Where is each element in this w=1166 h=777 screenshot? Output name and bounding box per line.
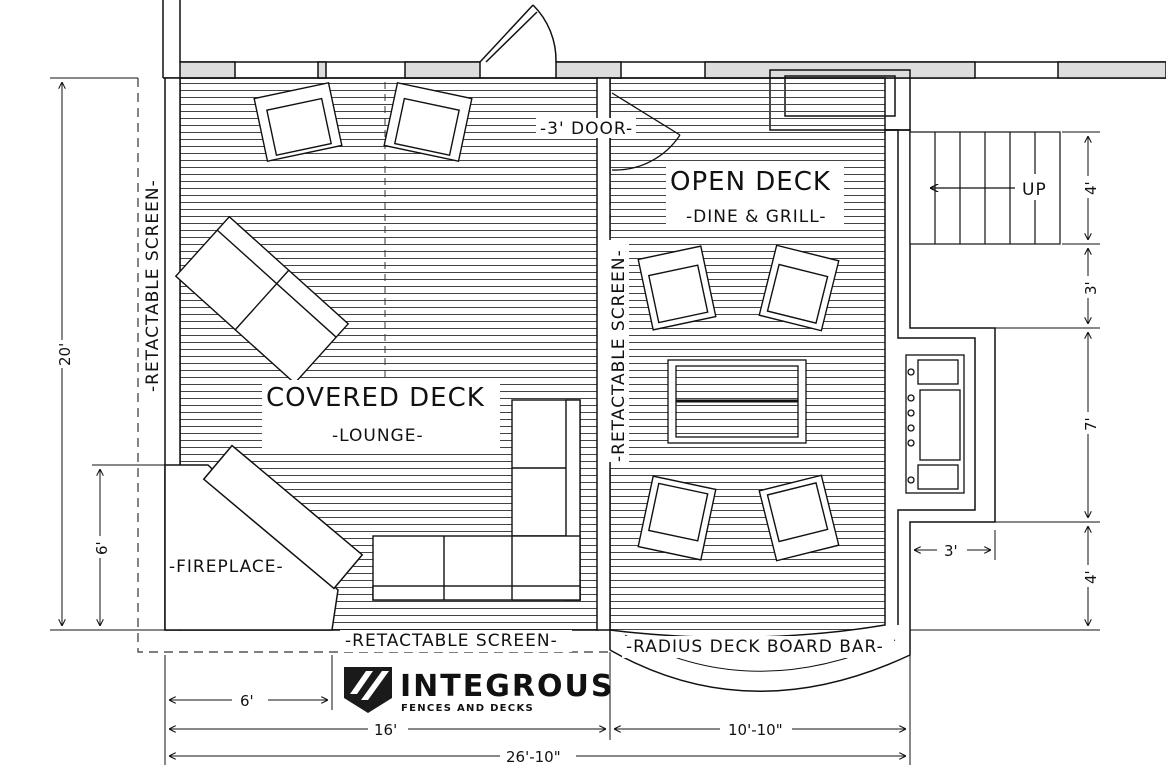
dim-grill-run-value: 7' [1082, 417, 1100, 431]
middle-screen-label: -RETACTABLE SCREEN- [609, 249, 629, 462]
grill [905, 354, 965, 494]
radius-bar-outline [609, 630, 911, 693]
loveseat [174, 215, 350, 385]
sectional-sofa [372, 399, 581, 601]
dim-covered-width-value: 16' [374, 721, 397, 739]
covered-deck-title: COVERED DECK [266, 383, 485, 413]
dim-fireplace-width-value: 6' [240, 692, 254, 710]
open-deck-subtitle: -DINE & GRILL- [686, 207, 827, 227]
dining-chair [758, 474, 840, 562]
dim-landing-value: 3' [1082, 281, 1100, 295]
fireplace-hearth [164, 464, 339, 631]
label-backgrounds [142, 118, 894, 658]
dim-total-height-value: 20' [56, 343, 74, 366]
dim-open-width-value: 10'-10" [728, 721, 783, 739]
stairs-up-label: UP [1022, 180, 1047, 200]
left-screen-label: -RETACTABLE SCREEN- [143, 179, 163, 392]
lounge-chair [253, 81, 343, 163]
open-deck [609, 77, 886, 639]
dim-grill-depth-value: 3' [944, 542, 958, 560]
dining-table [667, 359, 807, 444]
dining-chair [758, 244, 840, 332]
logo-tagline: FENCES AND DECKS [401, 703, 534, 714]
dim-fireplace-height-value: 6' [93, 541, 111, 555]
integrous-logo-mark [344, 667, 392, 713]
dining-chair [637, 475, 717, 561]
dim-stair-depth-value: 4' [1082, 181, 1100, 195]
bottom-screen-label: -RETACTABLE SCREEN- [345, 631, 558, 651]
logo-name: INTEGROUS [400, 669, 614, 704]
fireplace-unit [202, 444, 364, 590]
door-label: -3' DOOR- [540, 119, 633, 139]
radius-bar-label: -RADIUS DECK BOARD BAR- [626, 637, 884, 657]
covered-deck-subtitle: -LOUNGE- [332, 426, 424, 446]
fireplace-label: -FIREPLACE- [169, 557, 284, 577]
lounge-chair [383, 81, 473, 163]
dining-chair [637, 245, 717, 331]
deck-door-swing [611, 92, 681, 171]
dim-bottom-run-value: 4' [1082, 570, 1100, 584]
dim-total-width-value: 26'-10" [506, 748, 561, 766]
house-door-swing [479, 4, 557, 63]
open-deck-title: OPEN DECK [670, 167, 831, 197]
